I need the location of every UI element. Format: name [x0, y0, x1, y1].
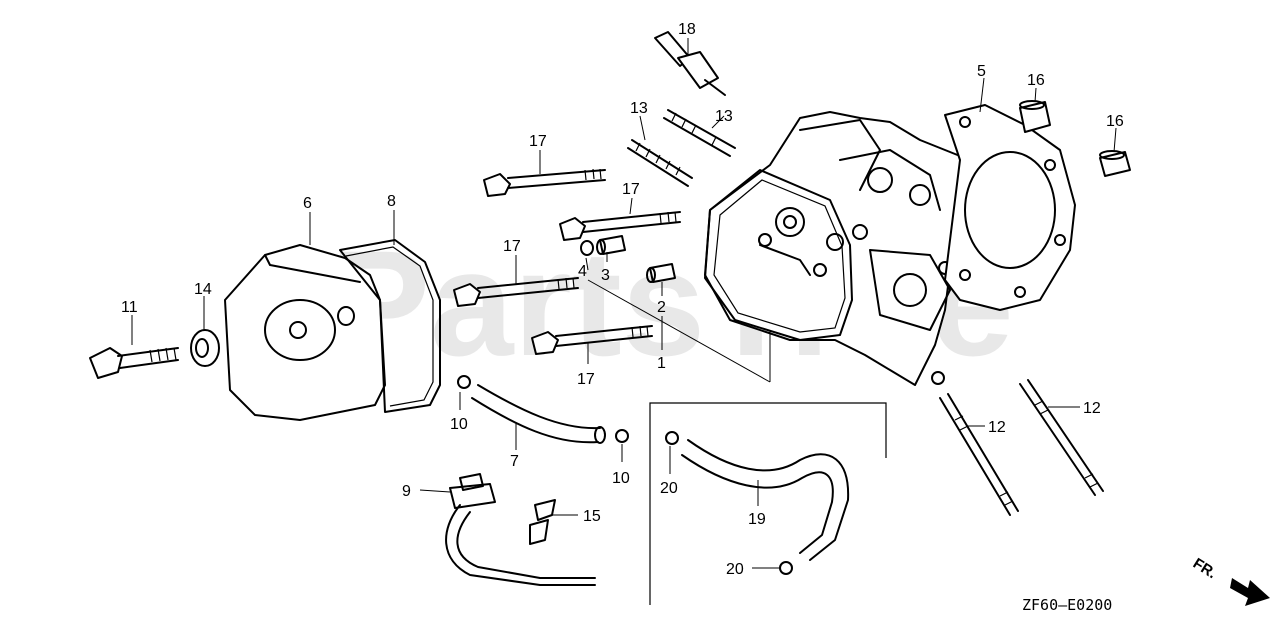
hose-clip[interactable] — [665, 431, 679, 445]
callout-5: 5 — [977, 63, 986, 80]
head-bolt[interactable] — [559, 211, 681, 241]
callout-14: 14 — [194, 281, 212, 298]
callout-13-left: 13 — [630, 100, 648, 117]
head-cover[interactable] — [224, 244, 386, 421]
callout-20-upper: 20 — [660, 480, 678, 497]
sealing-washer[interactable] — [190, 329, 220, 367]
washer[interactable] — [580, 240, 594, 256]
callout-17-bottom: 17 — [577, 371, 595, 388]
breather-hose[interactable] — [681, 439, 850, 561]
callout-20-lower: 20 — [726, 561, 744, 578]
stud-bolt-long[interactable] — [939, 393, 1019, 516]
callout-17-top: 17 — [529, 133, 547, 150]
callout-18: 18 — [678, 21, 696, 38]
callout-1: 1 — [657, 355, 666, 372]
front-label: FR. — [1190, 555, 1220, 582]
callout-11: 11 — [121, 299, 138, 316]
dowel-pin[interactable] — [1019, 100, 1051, 133]
head-bolt[interactable] — [483, 168, 606, 197]
callout-labels: 1 2 3 4 5 6 7 8 9 10 10 11 12 12 13 13 1… — [121, 21, 1124, 578]
callout-8: 8 — [387, 193, 396, 210]
callout-9: 9 — [402, 483, 411, 500]
callout-12-right: 12 — [1083, 400, 1101, 417]
callout-17-left: 17 — [503, 238, 521, 255]
stud-bolt[interactable] — [627, 139, 693, 187]
hose-clip[interactable] — [615, 429, 629, 443]
breather-option-box — [649, 402, 887, 605]
callout-7: 7 — [510, 453, 519, 470]
callout-10-left: 10 — [450, 416, 468, 433]
callout-2: 2 — [657, 299, 666, 316]
oil-alert-switch[interactable] — [445, 473, 596, 586]
callout-17-mid: 17 — [622, 181, 640, 198]
spark-plug[interactable] — [654, 31, 726, 96]
callout-16-right: 16 — [1106, 113, 1124, 130]
collar[interactable] — [596, 235, 626, 255]
diagram-code: ZF60—E0200 — [1022, 596, 1112, 614]
head-bolt[interactable] — [453, 277, 579, 307]
leader-lines — [131, 38, 1117, 569]
hose-clip[interactable] — [457, 375, 471, 389]
head-cover-gasket[interactable] — [337, 239, 441, 413]
callout-6: 6 — [303, 195, 312, 212]
breather-tube[interactable] — [471, 384, 606, 444]
callout-16-left: 16 — [1027, 72, 1045, 89]
callout-19: 19 — [748, 511, 766, 528]
wire-clamp[interactable] — [529, 499, 556, 545]
callout-15: 15 — [583, 508, 601, 525]
cover-bolt[interactable] — [89, 347, 179, 379]
cylinder-head-gasket[interactable] — [944, 104, 1076, 311]
head-bolt[interactable] — [531, 325, 653, 355]
dowel-pin[interactable] — [1099, 150, 1131, 177]
cylinder-head[interactable] — [704, 111, 981, 386]
stud-bolt-long[interactable] — [1019, 379, 1104, 496]
callout-3: 3 — [601, 267, 610, 284]
stud-bolt[interactable] — [663, 109, 736, 157]
callout-4: 4 — [578, 263, 587, 280]
callout-10-right: 10 — [612, 470, 630, 487]
callout-12-left: 12 — [988, 419, 1006, 436]
hose-clip[interactable] — [779, 561, 793, 575]
callout-13-right: 13 — [715, 108, 733, 125]
front-direction-marker: FR. — [1190, 555, 1270, 606]
dowel-collar[interactable] — [646, 263, 676, 283]
front-arrow-icon — [1230, 578, 1270, 606]
